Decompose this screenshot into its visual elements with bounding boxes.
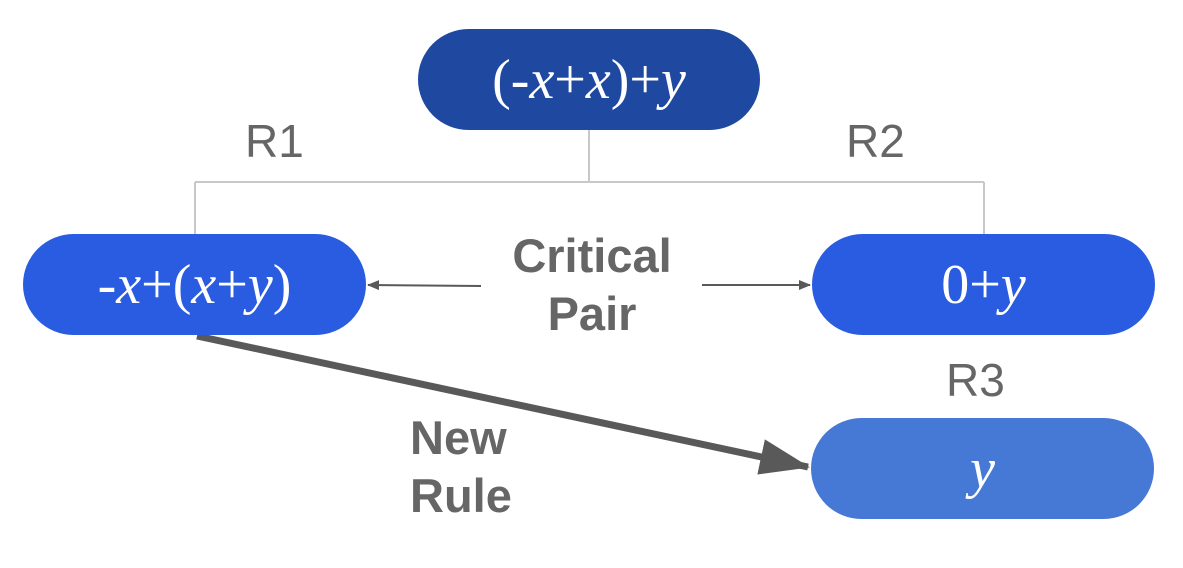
rule-label-r1: R1 bbox=[245, 115, 304, 167]
token: x bbox=[191, 253, 217, 316]
new-rule-label: New Rule bbox=[410, 409, 512, 525]
r3-result-node: y bbox=[811, 418, 1154, 519]
token: + bbox=[216, 253, 248, 316]
token: 0+ bbox=[941, 253, 1001, 316]
connector-tree bbox=[194, 130, 985, 234]
critical-pair-line-2: Pair bbox=[547, 287, 637, 340]
critical-pair-arrow-left bbox=[367, 280, 482, 291]
token: x bbox=[116, 253, 142, 316]
rule-label-r2: R2 bbox=[846, 115, 905, 167]
token: y bbox=[970, 437, 995, 500]
r1-result-node: -x+(x+y) bbox=[23, 234, 366, 335]
new-rule-line-1: New bbox=[410, 411, 507, 464]
token: )+ bbox=[610, 48, 661, 111]
new-rule-arrow bbox=[196, 332, 810, 475]
token: y bbox=[1000, 253, 1026, 316]
token: x bbox=[529, 48, 555, 111]
token: (- bbox=[492, 48, 530, 111]
token: - bbox=[97, 253, 117, 316]
rule-label-r3: R3 bbox=[946, 354, 1005, 406]
token: ) bbox=[272, 253, 292, 316]
token: + bbox=[554, 48, 586, 111]
new-rule-line-2: Rule bbox=[410, 469, 512, 522]
root-expression-node: (-x+x)+y bbox=[418, 29, 760, 130]
token: x bbox=[585, 48, 611, 111]
token: y bbox=[660, 48, 686, 111]
critical-pair-label: Critical Pair bbox=[482, 227, 702, 343]
token: y bbox=[247, 253, 273, 316]
token: +( bbox=[141, 253, 192, 316]
r2-result-node: 0+y bbox=[812, 234, 1155, 335]
critical-pair-line-1: Critical bbox=[512, 229, 672, 282]
